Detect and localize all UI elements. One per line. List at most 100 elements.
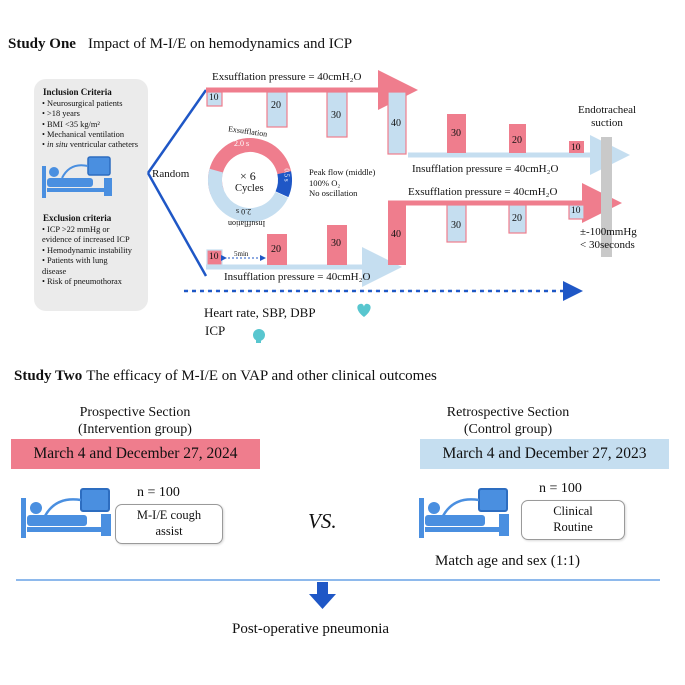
cycle-ring: [207, 138, 292, 222]
settings-block: Peak flow (middle) 100% O₂ No oscillatio…: [309, 167, 375, 199]
prospective-title-line: Prospective Section: [79, 405, 191, 420]
top-bar-label: 20: [271, 100, 281, 111]
monitoring-vitals: Heart rate, SBP, DBP: [204, 305, 316, 320]
down-arrow-icon: [309, 582, 336, 609]
bottom-bar-label: 40: [391, 229, 401, 240]
patient-bed-icon-control: [419, 488, 509, 538]
exclusion-line: • Hemodynamic instability: [42, 245, 132, 255]
outcome-label: Post-operative pneumonia: [232, 621, 390, 637]
suction-title-line: Endotracheal: [578, 104, 637, 116]
top-exsufflation-label: Exsufflation pressure = 40cmH₂O: [212, 71, 362, 83]
interval-label: 5min: [234, 250, 249, 258]
top-bar-label: 20: [512, 135, 522, 146]
exclusion-line: • Risk of pneumothorax: [42, 277, 122, 287]
study-two-title: Study Two The efficacy of M-I/E on VAP a…: [14, 367, 437, 385]
prospective-title: Prospective Section (Intervention group): [45, 404, 225, 438]
random-line-bottom: [146, 172, 208, 277]
retrospective-title-line: (Control group): [463, 422, 553, 437]
patient-bed-icon-intervention: [21, 488, 111, 538]
ring-pause: [208, 138, 292, 222]
brain-icon: [253, 329, 265, 343]
top-bar-down-10: [569, 141, 584, 153]
top-bar-40: [387, 91, 407, 155]
bottom-bar-label: 30: [451, 220, 461, 231]
bottom-bar-label: 20: [271, 244, 281, 255]
exclusion-line: • ICP >22 mmHg or: [42, 225, 110, 234]
bottom-bar-20: [267, 234, 287, 265]
top-bar-30: [326, 91, 348, 138]
control-pill: Clinical Routine: [521, 500, 625, 540]
suction-title-line: suction: [591, 117, 623, 129]
top-bar-20: [266, 91, 288, 128]
prospective-n: n = 100: [137, 485, 180, 500]
criteria-panel: Inclusion Criteria Neurosurgical patient…: [34, 79, 148, 311]
prospective-title-line: (Intervention group): [78, 422, 192, 437]
suction-note-line: ±-100mmHg: [580, 226, 637, 238]
inclusion-item-catheter: in situ ventricular catheters: [42, 140, 138, 150]
retrospective-title: Retrospective Section (Control group): [418, 404, 598, 438]
inclusion-item: Mechanical ventilation: [42, 130, 138, 140]
top-insufflation-label: Insufflation pressure = 40cmH₂O: [412, 163, 559, 175]
bottom-bar-down-20: [508, 204, 527, 234]
ring-insufflation-label: Insufflation: [228, 219, 266, 228]
suction-bar: [601, 137, 612, 257]
top-bar-10: [206, 91, 223, 107]
bottom-bar-label: 10: [571, 206, 581, 216]
bottom-bar-down-10: [568, 204, 585, 220]
catheter-text: ventricular catheters: [67, 140, 138, 150]
patient-bed-icon: [42, 156, 112, 198]
ring-insufflation-time: 2.0 s: [236, 207, 252, 216]
heart-icon: [357, 303, 371, 317]
setting-line: 100% O₂: [309, 177, 341, 188]
prospective-dates: March 4 and December 27, 2024: [11, 439, 260, 469]
random-line-top: [146, 89, 208, 174]
inclusion-item: Neurosurgical patients: [42, 99, 138, 109]
bottom-bar-label: 10: [209, 252, 219, 262]
bottom-bar-label: 20: [512, 213, 522, 224]
top-bar-label: 30: [331, 110, 341, 121]
inclusion-list: Neurosurgical patients >18 years BMI <35…: [42, 99, 138, 150]
control-line: Clinical: [553, 504, 593, 518]
bottom-bar-40: [388, 205, 406, 265]
bottom-exsufflation-label: Exsufflation pressure = 40cmH₂O: [408, 186, 558, 198]
inclusion-item: >18 years: [42, 109, 138, 119]
retrospective-title-line: Retrospective Section: [446, 405, 570, 420]
top-bar-down-20: [509, 124, 526, 153]
exclusion-line: • Patients with lung: [42, 256, 108, 266]
exclusion-line: evidence of increased ICP: [42, 235, 130, 245]
setting-line: No oscillation: [309, 188, 358, 198]
top-bar-label: 10: [571, 143, 581, 153]
retrospective-n: n = 100: [539, 481, 582, 496]
exclusion-line: disease: [42, 266, 67, 276]
match-label: Match age and sex (1:1): [435, 553, 580, 569]
bottom-bar-label: 30: [331, 238, 341, 249]
inclusion-title: Inclusion Criteria: [43, 87, 112, 97]
ring-exsufflation-time: 2.0 s: [234, 139, 250, 148]
intervention-line: M-I/E cough: [136, 508, 202, 522]
study-two-heading: Study Two: [14, 368, 83, 384]
suction-note-line: < 30seconds: [580, 239, 635, 251]
exclusion-title: Exclusion criteria: [43, 213, 112, 223]
inclusion-item: BMI <35 kg/m²: [42, 120, 138, 130]
study-one-title: Study One Impact of M-I/E on hemodynamic…: [8, 35, 352, 53]
bottom-bar-down-30: [446, 204, 467, 243]
setting-line: Peak flow (middle): [309, 167, 376, 177]
suction-note: ±-100mmHg < 30seconds: [580, 226, 637, 252]
control-line: Routine: [553, 520, 593, 534]
exclusion-list: • ICP >22 mmHg or evidence of increased …: [42, 225, 132, 287]
versus-label: VS.: [308, 509, 337, 533]
cycle-count: × 6: [240, 169, 256, 183]
bottom-bar-30: [327, 225, 347, 265]
ring-insufflation: [208, 138, 292, 222]
in-situ-text: in situ: [47, 140, 68, 150]
ring-pause-time: 0.5 s: [282, 168, 291, 182]
top-bar-label: 30: [451, 128, 461, 139]
intervention-line: assist: [155, 524, 183, 538]
bottom-insufflation-label: Insufflation pressure = 40cmH₂O: [224, 271, 371, 283]
monitoring-icp: ICP: [205, 323, 226, 338]
cycle-label: Cycles: [235, 183, 264, 194]
study-one-heading: Study One: [8, 36, 76, 52]
top-bar-label: 10: [209, 93, 219, 103]
suction-title: Endotracheal suction: [578, 104, 636, 130]
